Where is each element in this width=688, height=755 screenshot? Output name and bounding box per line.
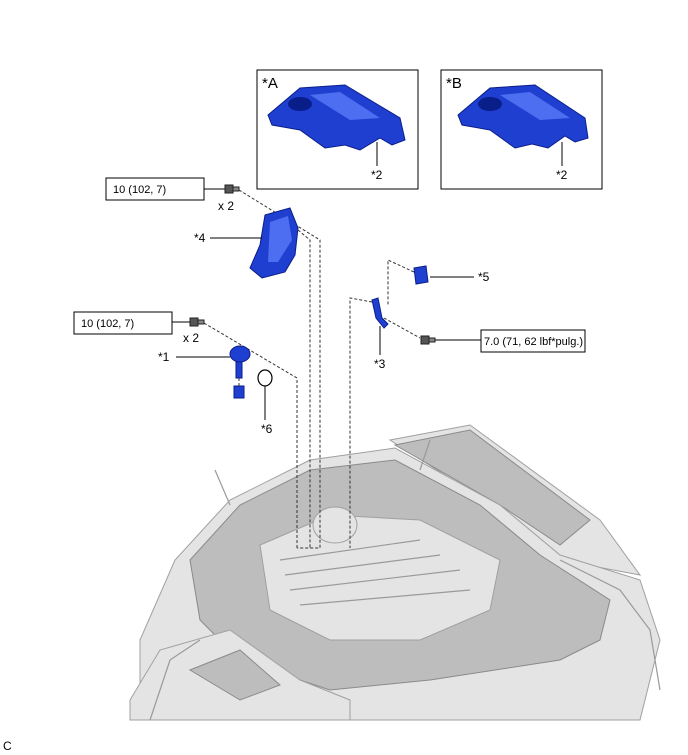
dashed-guide-part-3: [349, 297, 373, 548]
torque-spec-right: 7.0 (71, 62 lbf*pulg.): [484, 336, 583, 348]
actuator-part-1: [229, 345, 251, 399]
callout-4: *4: [194, 231, 206, 245]
callout-2a: *2: [371, 168, 383, 182]
variant-b-tag: *B: [446, 75, 462, 92]
variant-a-tag: *A: [262, 75, 278, 92]
bolt-icon-lower: [189, 317, 205, 327]
quantity-upper: x 2: [218, 199, 234, 213]
dashed-guide-part-5: [387, 259, 415, 305]
clip-part-5: [413, 265, 429, 285]
dashed-guide-lower-bolt: [203, 322, 298, 548]
o-ring-part-6: [257, 369, 273, 387]
bolt-icon-upper: [224, 184, 240, 194]
dashed-guide-right-bolt: [383, 317, 421, 339]
bracket-part-4: [249, 207, 299, 279]
torque-spec-lower: 10 (102, 7): [81, 318, 134, 330]
torque-spec-upper: 10 (102, 7): [113, 184, 166, 196]
callout-1: *1: [158, 350, 170, 364]
callout-3: *3: [374, 357, 386, 371]
callout-5: *5: [478, 270, 490, 284]
figure-code: C: [3, 739, 12, 753]
torque-box-lower: [73, 311, 173, 335]
engine-cover-b: [457, 84, 589, 149]
callout-6: *6: [261, 422, 273, 436]
quantity-lower: x 2: [183, 331, 199, 345]
torque-box-right: [480, 329, 586, 353]
sensor-part-3: [371, 297, 389, 329]
callout-2b: *2: [556, 168, 568, 182]
vehicle-engine-bay-illustration: [129, 424, 661, 721]
dashed-guide-part-4: [297, 229, 311, 548]
engine-cover-a: [267, 84, 406, 151]
bolt-icon-right: [420, 335, 436, 345]
